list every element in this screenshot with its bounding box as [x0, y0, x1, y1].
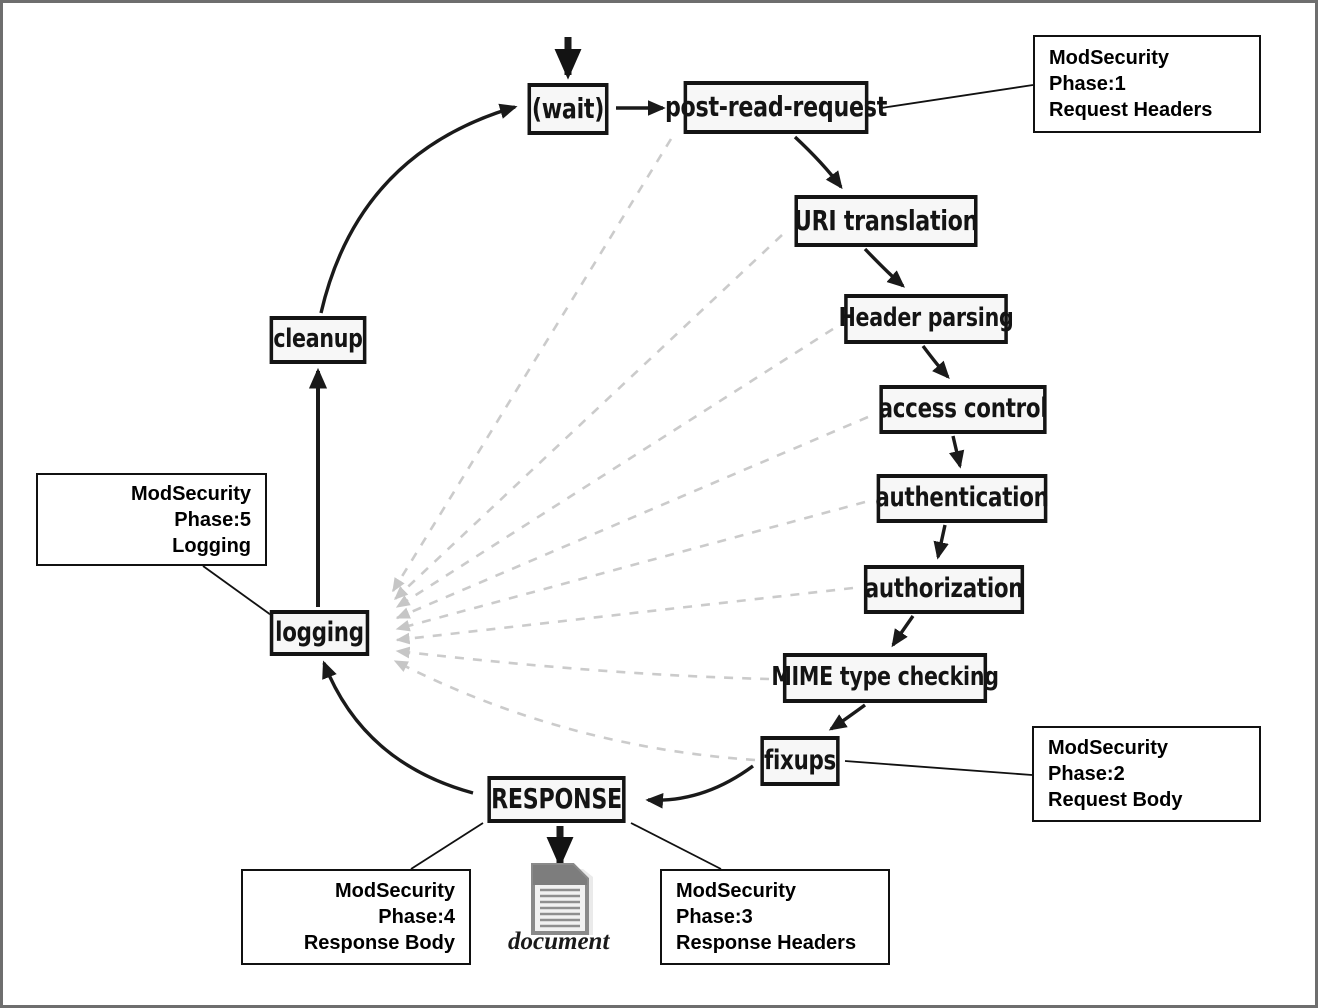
leader-phase3	[630, 822, 722, 870]
node-post-read-request[interactable]: post-read-request	[665, 81, 887, 134]
dashed-fixups-to-logging	[393, 659, 756, 762]
node-authentication-label: authentication	[875, 482, 1049, 513]
callout-modsecurity-phase-2: ModSecurity Phase:2 Request Body	[1032, 726, 1261, 822]
arrow-authn-to-authz	[933, 524, 949, 560]
arrow-header-to-access	[921, 344, 950, 379]
callout-phase-4-line-1: ModSecurity Phase:4	[334, 880, 455, 928]
dashed-uri-to-logging	[393, 234, 783, 600]
leader-phase2	[844, 760, 1033, 776]
dashed-header-to-logging	[395, 327, 834, 609]
arrow-authz-to-mime	[891, 615, 915, 648]
callout-phase-1-line-1: ModSecurity Phase:1	[1049, 47, 1170, 95]
callout-modsecurity-phase-1: ModSecurity Phase:1 Request Headers	[1033, 35, 1261, 133]
arrow-cleanup-to-wait	[319, 103, 518, 314]
callout-phase-5-line-2: Logging	[172, 534, 251, 557]
arrow-uri-to-header	[863, 247, 906, 288]
node-response-label: RESPONSE	[491, 782, 622, 815]
callout-phase-3-line-2: Response Headers	[676, 932, 857, 954]
arrow-fixups-to-response	[645, 764, 755, 809]
leader-phase1	[880, 84, 1034, 109]
callout-leader-lines	[202, 84, 1034, 870]
leader-phase5	[202, 565, 272, 616]
node-cleanup[interactable]: cleanup	[269, 316, 367, 364]
arrow-mime-to-fixups	[828, 703, 866, 731]
document-icon-label: document	[508, 928, 610, 955]
callout-phase-2-line-2: Request Body	[1048, 789, 1183, 811]
callout-modsecurity-phase-5: ModSecurity Phase:5 Logging	[36, 473, 267, 566]
arrow-access-to-authn	[949, 435, 965, 469]
dashed-postread-to-logging	[391, 138, 673, 593]
document-icon	[531, 863, 593, 935]
callout-phase-3-line-1: ModSecurity Phase:3	[676, 880, 797, 928]
node-authentication[interactable]: authentication	[875, 474, 1049, 523]
solid-flow-connectors	[308, 37, 965, 868]
node-response[interactable]: RESPONSE	[487, 776, 626, 823]
node-authorization[interactable]: authorization	[863, 565, 1025, 614]
dashed-logging-connectors	[391, 138, 869, 762]
node-mime-type-checking-label: MIME type checking	[771, 662, 999, 692]
node-fixups-label: fixups	[763, 744, 837, 776]
callout-phase-2-line-1: ModSecurity Phase:2	[1048, 737, 1169, 785]
dashed-authn-to-logging	[395, 500, 866, 632]
node-authorization-label: authorization	[864, 573, 1024, 604]
node-fixups[interactable]: fixups	[760, 736, 840, 786]
node-cleanup-label: cleanup	[273, 324, 363, 354]
node-access-control[interactable]: access control	[878, 385, 1048, 434]
leader-phase4	[410, 822, 484, 870]
connector-layer	[202, 37, 1034, 870]
dashed-access-to-logging	[395, 415, 869, 620]
node-access-control-label: access control	[878, 393, 1048, 424]
node-uri-translation[interactable]: URI translation	[793, 195, 979, 247]
node-mime-type-checking[interactable]: MIME type checking	[771, 653, 999, 703]
node-header-parsing[interactable]: Header parsing	[839, 294, 1014, 344]
arrow-response-to-logging	[322, 660, 474, 795]
callout-phase-4-line-2: Response Body	[303, 932, 455, 954]
callout-modsecurity-phase-3: ModSecurity Phase:3 Response Headers	[660, 869, 890, 965]
node-logging-label: logging	[275, 616, 364, 648]
callout-phase-1-line-2: Request Headers	[1049, 99, 1213, 121]
arrow-postread-to-uri	[793, 135, 843, 190]
node-uri-translation-label: URI translation	[793, 203, 979, 237]
node-wait-label: (wait)	[531, 91, 605, 125]
node-header-parsing-label: Header parsing	[838, 303, 1014, 333]
dashed-mime-to-logging	[395, 646, 770, 681]
node-logging[interactable]: logging	[269, 610, 370, 656]
dashed-authz-to-logging	[395, 586, 854, 645]
callout-modsecurity-phase-4: ModSecurity Phase:4 Response Body	[241, 869, 471, 965]
node-wait[interactable]: (wait)	[527, 83, 609, 135]
callout-phase-5-line-1: ModSecurity Phase:5	[130, 482, 251, 531]
node-post-read-request-label: post-read-request	[664, 90, 888, 123]
